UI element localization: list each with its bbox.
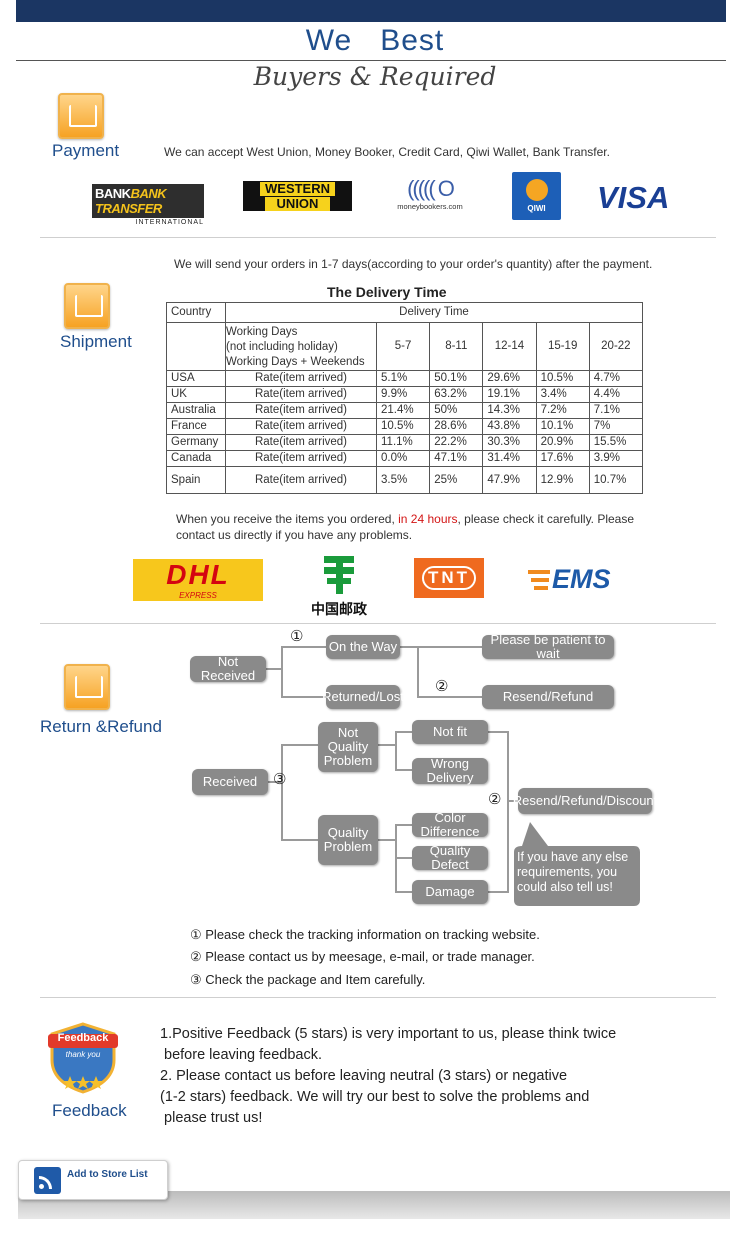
value-cell: 3.5% xyxy=(375,466,431,494)
value-cell: 29.6% xyxy=(482,370,537,387)
refund-icon xyxy=(64,664,110,710)
page-subtitle: Buyers & Required xyxy=(253,62,497,91)
feedback-label: Feedback xyxy=(52,1101,127,1120)
note-2: ② Please contact us by meesage, e-mail, … xyxy=(190,949,535,964)
feedback-badge: Feedback thank you xyxy=(48,1022,118,1094)
speech-bubble xyxy=(514,822,640,906)
value-cell: 9.9% xyxy=(375,386,431,403)
range-cell: 20-22 xyxy=(588,322,644,371)
divider-2 xyxy=(40,623,716,624)
rate-label-cell: Rate(item arrived) xyxy=(225,434,377,451)
not-fit-box: Not fit xyxy=(412,720,488,744)
rate-label-cell: Rate(item arrived) xyxy=(225,418,377,435)
rss-icon xyxy=(34,1167,61,1194)
on-the-way-box: On the Way xyxy=(326,635,400,659)
payment-text: We can accept West Union, Money Booker, … xyxy=(164,145,610,159)
refund-label: Return &Refund xyxy=(40,717,162,736)
not-received-box: Not Received xyxy=(190,655,266,683)
note-3: ③ Check the package and Item carefully. xyxy=(190,972,426,987)
receive-note: When you receive the items you ordered, … xyxy=(176,512,635,542)
shipment-icon xyxy=(64,283,110,329)
note-1: ① Please check the tracking information … xyxy=(190,927,540,942)
value-cell: 25% xyxy=(429,466,484,494)
resend-refund-discount-box: Resend/Refund/Discount xyxy=(513,788,657,814)
qiwi-logo: QIWI xyxy=(512,172,561,220)
rate-label-cell: Rate(item arrived) xyxy=(225,466,377,494)
step-3-mark: ③ xyxy=(273,771,287,788)
shipment-intro: We will send your orders in 1-7 days(acc… xyxy=(174,257,653,271)
received-box: Received xyxy=(192,769,268,795)
flow-connectors xyxy=(266,646,518,893)
dhl-logo: DHL EXPRESS xyxy=(133,559,263,601)
value-cell: 30.3% xyxy=(482,434,537,451)
value-cell: 12.9% xyxy=(535,466,590,494)
china-post-logo: 中国邮政 xyxy=(303,552,375,618)
color-difference-box: Color Difference xyxy=(412,811,488,839)
value-cell: 50% xyxy=(429,402,484,419)
damage-box: Damage xyxy=(412,880,488,904)
resend-refund-box: Resend/Refund xyxy=(482,685,614,709)
step-2-mark: ② xyxy=(435,678,449,695)
shipment-label: Shipment xyxy=(60,332,132,351)
range-cell: 12-14 xyxy=(482,322,537,371)
western-union-logo: WESTERN UNION xyxy=(243,181,352,211)
quality-defect-box: Quality Defect xyxy=(412,844,488,872)
feedback-text: 1.Positive Feedback (5 stars) is very im… xyxy=(160,1026,617,1126)
value-cell: 21.4% xyxy=(375,402,431,419)
country-cell: Australia xyxy=(166,402,226,419)
please-wait-box: Please be patient to wait xyxy=(482,633,614,661)
step-2-mark-b: ② xyxy=(488,791,502,808)
step-1-mark: ① xyxy=(290,628,304,645)
add-to-store-label: Add to Store List xyxy=(67,1169,148,1180)
country-cell: Spain xyxy=(166,466,226,494)
value-cell: 10.7% xyxy=(588,466,644,494)
country-cell: Germany xyxy=(166,434,226,451)
rate-label-cell: Rate(item arrived) xyxy=(225,386,377,403)
value-cell: 63.2% xyxy=(429,386,484,403)
top-bar xyxy=(16,0,726,22)
wrong-delivery-box: Wrong Delivery xyxy=(412,757,488,785)
payment-label: Payment xyxy=(52,141,120,160)
moneybookers-logo: ((((( O moneybookers.com xyxy=(397,176,463,211)
value-cell: 43.8% xyxy=(482,418,537,435)
value-cell: 0.0% xyxy=(375,450,431,467)
value-cell: 10.5% xyxy=(535,370,590,387)
add-to-store-button[interactable]: Add to Store List xyxy=(18,1160,168,1200)
divider-1 xyxy=(40,237,716,238)
tnt-logo: TNT xyxy=(414,558,484,598)
bank-transfer-logo: BANKBANK TRANSFER INTERNATIONAL xyxy=(92,184,204,226)
value-cell: 4.7% xyxy=(588,370,644,387)
title-divider xyxy=(16,60,726,61)
returned-lost-box: Returned/Lost xyxy=(322,685,404,709)
range-cell: 15-19 xyxy=(535,322,590,371)
visa-logo: VISA xyxy=(597,180,670,215)
value-cell: 10.1% xyxy=(535,418,590,435)
working-days-header: Working Days(not including holiday)Worki… xyxy=(225,322,377,371)
range-cell: 8-11 xyxy=(429,322,484,371)
bubble-text: If you have any else requirements, you c… xyxy=(517,850,629,894)
value-cell: 22.2% xyxy=(429,434,484,451)
country-cell: France xyxy=(166,418,226,435)
china-post-icon xyxy=(324,556,354,594)
not-quality-box: Not Quality Problem xyxy=(318,722,378,772)
payment-icon xyxy=(58,93,104,139)
value-cell: 50.1% xyxy=(429,370,484,387)
value-cell: 47.9% xyxy=(482,466,537,494)
value-cell: 28.6% xyxy=(429,418,484,435)
quality-problem-box: Quality Problem xyxy=(318,815,378,865)
delivery-table: Country Delivery Time Working Days(not i… xyxy=(166,302,644,494)
value-cell: 17.6% xyxy=(535,450,590,467)
delivery-table-title: The Delivery Time xyxy=(327,284,447,300)
ems-logo: EMS xyxy=(528,564,620,596)
divider-3 xyxy=(40,997,716,998)
shield-icon xyxy=(48,1022,118,1094)
